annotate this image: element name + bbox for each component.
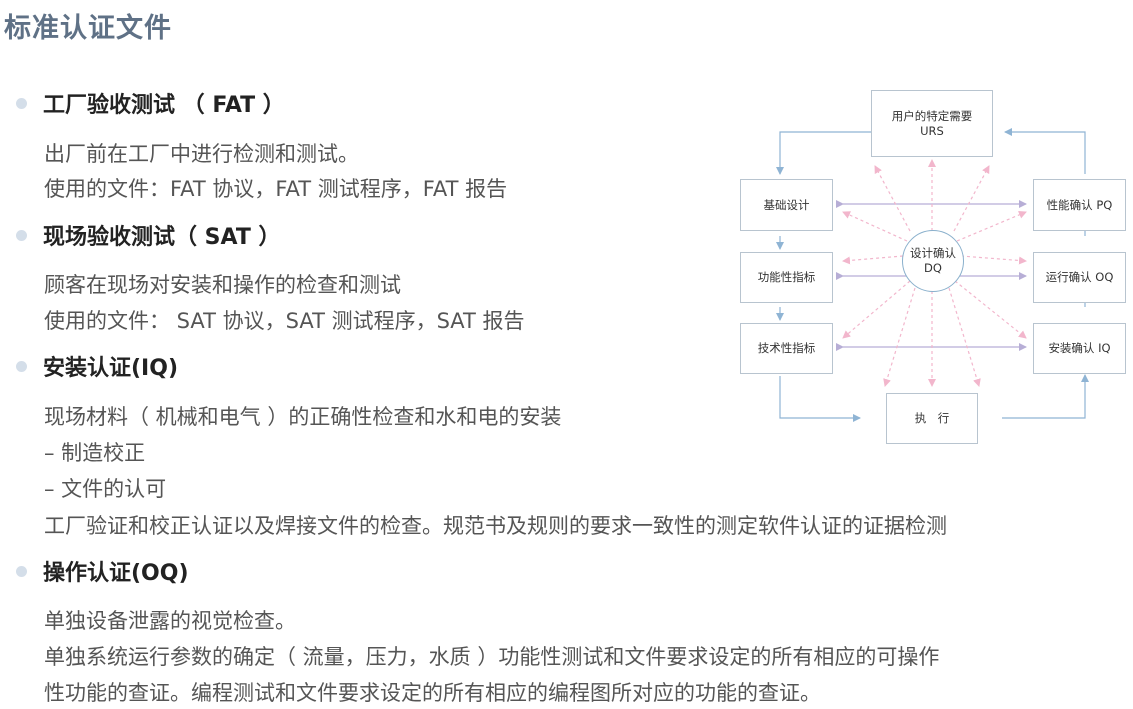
oq-label: 运行确认 OQ bbox=[1045, 270, 1114, 284]
validation-diagram: 用户的特定需要 URS 基础设计 功能性指标 技术性指标 性能确认 PQ 运行确… bbox=[735, 86, 1130, 451]
section-text: 使用的文件： SAT 协议，SAT 测试程序，SAT 报告 bbox=[44, 309, 525, 333]
flow-arrow bbox=[776, 131, 871, 175]
flow-arrow bbox=[1004, 128, 1086, 174]
dq-arrow bbox=[883, 287, 916, 387]
section-text: 使用的文件：FAT 协议，FAT 测试程序，FAT 报告 bbox=[44, 177, 508, 201]
dq-arrow bbox=[874, 165, 911, 232]
dq-arrow bbox=[960, 255, 1027, 265]
section-heading: 操作认证(OQ) bbox=[43, 561, 189, 586]
dq-arrow bbox=[842, 255, 904, 265]
bullet-icon bbox=[16, 360, 27, 372]
dq-label: 设计确认 bbox=[910, 246, 956, 260]
section-text: 工厂验证和校正认证以及焊接文件的检查。规范书及规则的要求一致性的测定软件认证的证… bbox=[44, 514, 947, 538]
dq-code: DQ bbox=[924, 261, 942, 275]
pq-label: 性能确认 PQ bbox=[1046, 197, 1113, 212]
section-text: 性功能的查证。编程测试和文件要求设定的所有相应的编程图所对应的功能的查证。 bbox=[44, 681, 821, 705]
section-text: 现场材料（ 机械和电气 ）的正确性检查和水和电的安装 bbox=[44, 405, 562, 429]
dq-arrow bbox=[948, 287, 981, 387]
section-sat: 现场验收测试（ SAT ） bbox=[16, 221, 281, 250]
section-heading: 现场验收测试（ SAT ） bbox=[43, 225, 281, 250]
technical-spec-box: 技术性指标 bbox=[740, 323, 833, 374]
flow-arrow bbox=[1002, 374, 1089, 419]
iq-label: 安装确认 IQ bbox=[1048, 341, 1111, 355]
dq-arrow bbox=[954, 280, 1027, 339]
section-fat: 工厂验收测试 （ FAT ） bbox=[16, 89, 285, 118]
technical-spec-label: 技术性指标 bbox=[757, 341, 816, 355]
bullet-icon bbox=[16, 97, 27, 109]
urs-box: 用户的特定需要 URS bbox=[871, 90, 993, 157]
functional-spec-label: 功能性指标 bbox=[757, 270, 816, 284]
section-text: 单独系统运行参数的确定（ 流量，压力，水质 ）功能性测试和文件要求设定的所有相应… bbox=[44, 645, 940, 669]
section-oq: 操作认证(OQ) bbox=[16, 557, 189, 586]
page-title: 标准认证文件 bbox=[4, 13, 172, 44]
bullet-icon bbox=[16, 565, 27, 577]
section-heading: 安装认证(IQ) bbox=[43, 356, 178, 381]
functional-spec-box: 功能性指标 bbox=[740, 252, 833, 303]
bullet-icon bbox=[16, 229, 27, 241]
section-text: 顾客在现场对安装和操作的检查和测试 bbox=[44, 273, 401, 297]
oq-box: 运行确认 OQ bbox=[1033, 252, 1126, 303]
section-text: 单独设备泄露的视觉检查。 bbox=[44, 609, 296, 633]
section-text: – 制造校正 bbox=[44, 441, 146, 465]
dq-circle: 设计确认 DQ bbox=[902, 230, 964, 292]
basic-design-label: 基础设计 bbox=[763, 197, 810, 212]
dq-arrow bbox=[842, 211, 908, 242]
execute-label: 执 行 bbox=[914, 411, 950, 425]
pq-box: 性能确认 PQ bbox=[1033, 179, 1126, 231]
diagram-arrows bbox=[776, 128, 1089, 422]
section-heading: 工厂验收测试 （ FAT ） bbox=[43, 93, 285, 118]
urs-label: 用户的特定需要 bbox=[891, 108, 973, 123]
dq-arrow bbox=[956, 211, 1027, 242]
section-text: 出厂前在工厂中进行检测和测试。 bbox=[44, 142, 359, 166]
flow-arrow bbox=[779, 376, 861, 422]
urs-code: URS bbox=[920, 123, 944, 138]
section-iq: 安装认证(IQ) bbox=[16, 352, 178, 381]
iq-box: 安装确认 IQ bbox=[1033, 323, 1126, 374]
basic-design-box: 基础设计 bbox=[740, 179, 833, 231]
dq-arrow bbox=[953, 165, 990, 232]
dq-arrow bbox=[842, 280, 911, 339]
execute-box: 执 行 bbox=[886, 393, 978, 444]
section-text: – 文件的认可 bbox=[44, 477, 167, 501]
